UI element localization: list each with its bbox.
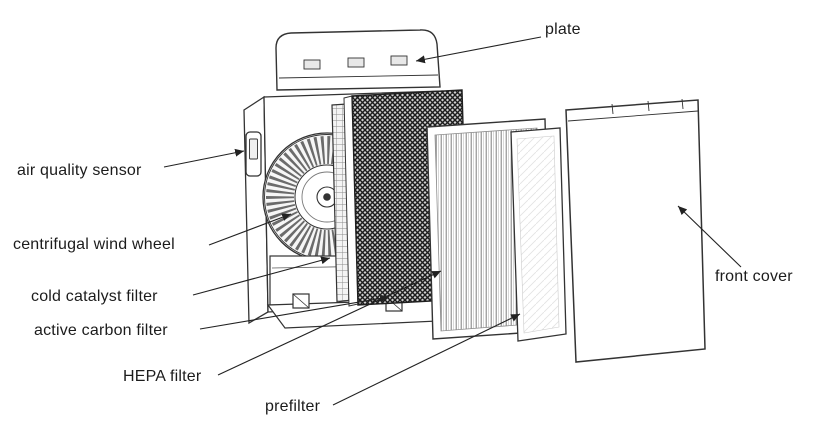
label-cold-catalyst-filter: cold catalyst filter xyxy=(31,288,158,305)
plate-seam-line xyxy=(278,74,439,79)
plate-slot xyxy=(303,59,321,70)
leader-centrifugal-wind-wheel xyxy=(208,213,292,246)
leader-plate xyxy=(415,36,542,64)
leader-active-carbon-filter xyxy=(199,294,390,330)
leader-air-quality-sensor xyxy=(163,148,245,168)
label-front-cover: front cover xyxy=(715,268,793,285)
caster-wheel xyxy=(292,293,310,309)
top-plate xyxy=(275,29,441,91)
leader-cold-catalyst-filter xyxy=(192,256,331,296)
label-air-quality-sensor: air quality sensor xyxy=(17,162,142,179)
label-hepa-filter: HEPA filter xyxy=(123,368,202,385)
leader-front-cover xyxy=(677,205,742,268)
prefilter xyxy=(510,127,567,342)
leader-lines xyxy=(163,36,742,406)
label-prefilter: prefilter xyxy=(265,398,321,415)
label-active-carbon-filter: active carbon filter xyxy=(34,322,168,339)
plate-slot xyxy=(347,57,365,68)
front-cover xyxy=(565,98,706,363)
label-centrifugal-wind-wheel: centrifugal wind wheel xyxy=(13,236,175,253)
leader-prefilter xyxy=(332,313,521,406)
air-quality-sensor xyxy=(245,131,262,177)
front-cover-top-edge xyxy=(567,110,699,122)
label-plate: plate xyxy=(545,21,581,38)
plate-slot xyxy=(390,55,408,66)
leader-hepa-filter xyxy=(217,270,442,376)
sensor-window xyxy=(249,138,258,160)
